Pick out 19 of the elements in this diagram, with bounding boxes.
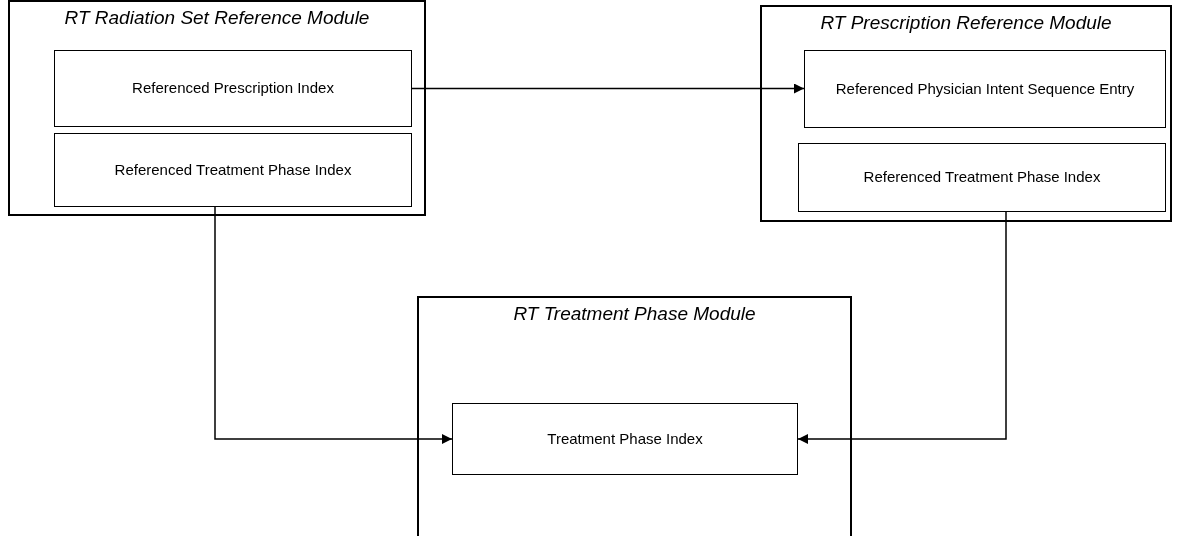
field-label: Referenced Physician Intent Sequence Entry — [835, 79, 1135, 99]
field-box — [798, 143, 1166, 212]
module-frame — [417, 296, 852, 536]
field-label: Referenced Treatment Phase Index — [863, 168, 1101, 187]
field-label: Referenced Treatment Phase Index — [114, 160, 352, 180]
field-box — [452, 403, 798, 475]
field-label: Treatment Phase Index — [547, 429, 703, 449]
field-box — [804, 50, 1166, 128]
arrow — [797, 211, 1007, 444]
module-frame — [760, 5, 1172, 222]
arrow — [411, 83, 805, 94]
module-title: RT Treatment Phase Module — [512, 302, 757, 326]
field-box — [54, 133, 412, 207]
arrow — [214, 206, 453, 444]
module-title: RT Prescription Reference Module — [819, 11, 1113, 35]
field-box — [54, 50, 412, 127]
field-label: Referenced Prescription Index — [132, 79, 334, 98]
module-title: RT Radiation Set Reference Module — [63, 6, 371, 30]
module-frame — [8, 0, 426, 216]
